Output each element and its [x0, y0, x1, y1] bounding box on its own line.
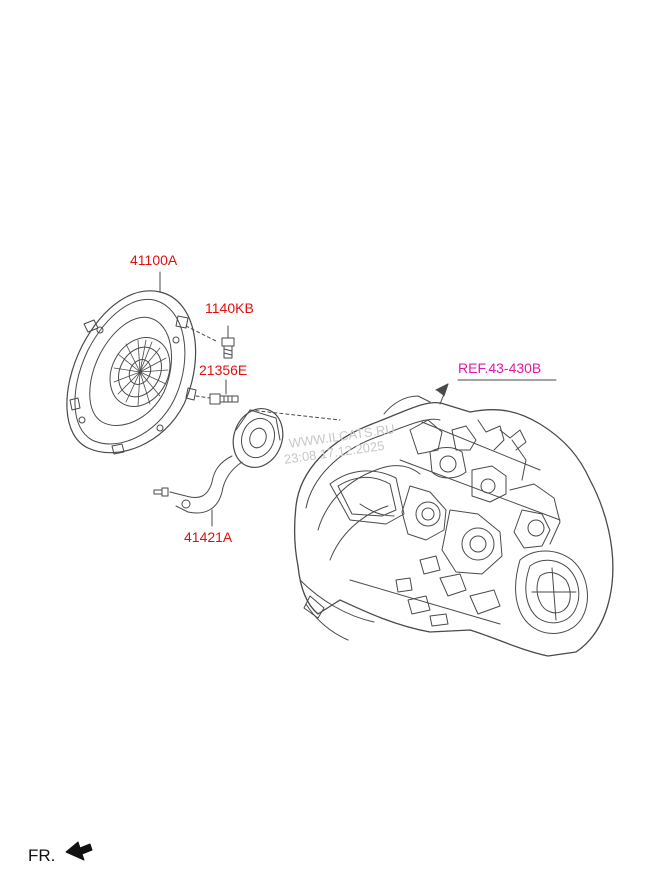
- label-release-cylinder[interactable]: 41421A: [184, 529, 233, 545]
- label-bolt-21356e[interactable]: 21356E: [199, 362, 248, 378]
- label-clutch-cover[interactable]: 41100A: [130, 252, 178, 268]
- release-cylinder-drawing: [153, 408, 341, 527]
- clutch-cover-drawing: [66, 271, 197, 455]
- transaxle-drawing: [294, 379, 614, 657]
- bolt-1140kb-drawing: [185, 325, 235, 359]
- label-bolt-1140kb[interactable]: 1140KB: [205, 300, 254, 316]
- label-transaxle-ref[interactable]: REF.43-430B: [458, 360, 542, 376]
- front-direction-arrow: [65, 841, 93, 861]
- front-direction-label: FR.: [28, 846, 56, 865]
- bolt-21356e-drawing: [195, 379, 239, 405]
